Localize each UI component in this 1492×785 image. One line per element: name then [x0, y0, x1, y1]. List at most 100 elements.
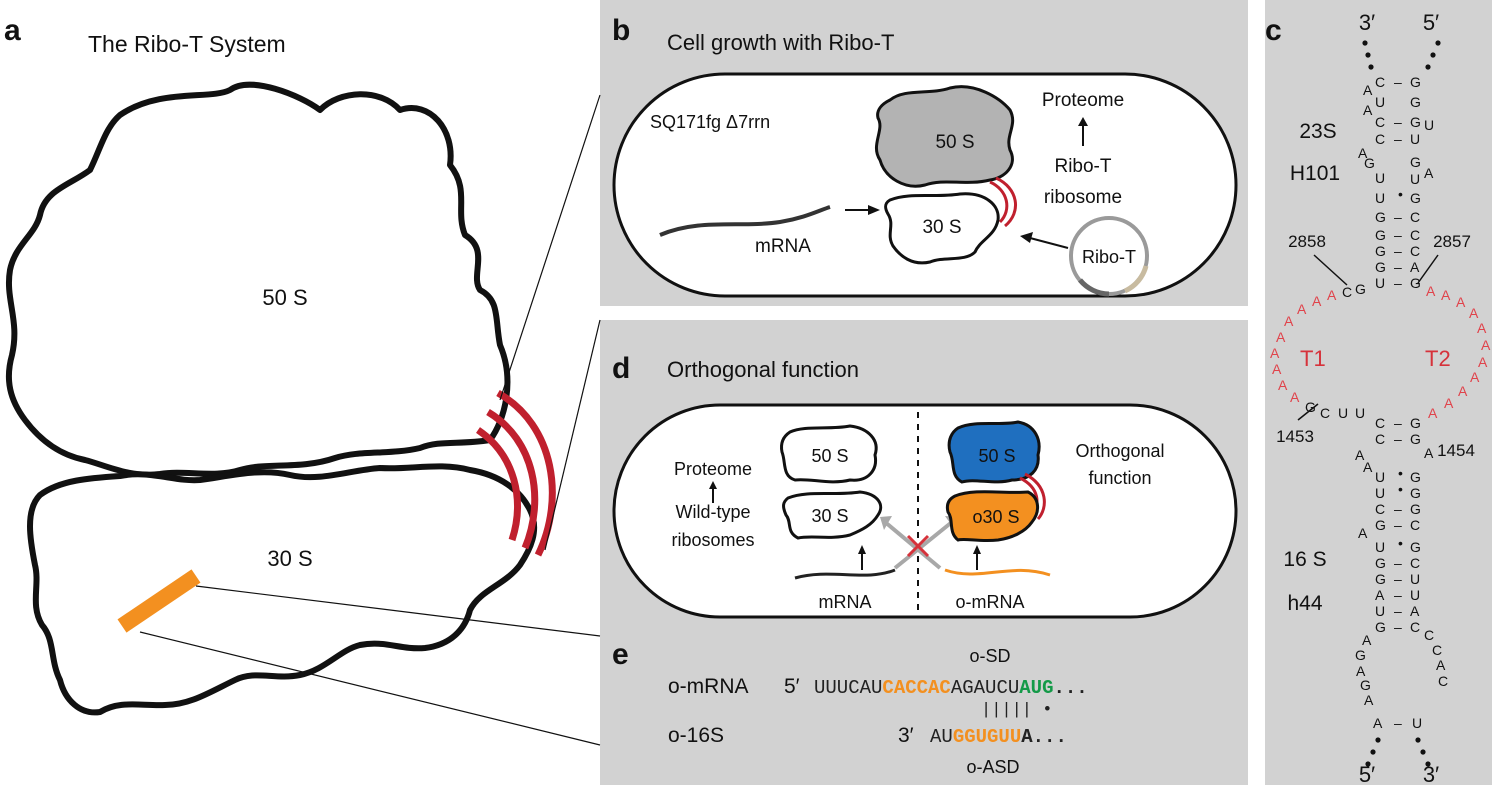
- tether-t2-label: T2: [1425, 346, 1451, 371]
- svg-text:A: A: [1327, 287, 1337, 303]
- o-mrna-strand: [944, 568, 1051, 577]
- svg-text:A: A: [1358, 525, 1368, 541]
- ribot-50s: [874, 85, 1015, 188]
- o-16s-seq-c: A...: [1021, 726, 1067, 748]
- pos-2858-line: [1313, 254, 1348, 286]
- svg-text:–: –: [1394, 555, 1402, 571]
- helix-h44-label: h44: [1287, 592, 1322, 615]
- svg-text:A: A: [1444, 395, 1454, 411]
- zoom-line-e-bottom: [139, 631, 601, 746]
- svg-text:G: G: [1375, 517, 1386, 533]
- svg-text:C: C: [1438, 673, 1448, 689]
- svg-text:–: –: [1394, 259, 1402, 275]
- svg-text:U: U: [1410, 587, 1420, 603]
- svg-text:A: A: [1481, 337, 1491, 353]
- mrna-strand: [659, 205, 831, 237]
- pos-1454: 1454: [1437, 441, 1475, 460]
- svg-text:C: C: [1410, 619, 1420, 635]
- anti-sd-bar: [117, 569, 201, 633]
- panel-d: d Orthogonal function Proteome Wild-type…: [612, 352, 1238, 619]
- svg-text:–: –: [1394, 603, 1402, 619]
- svg-text:A: A: [1284, 313, 1294, 329]
- block-x-2: [906, 534, 930, 558]
- pos-2857-line: [1417, 254, 1439, 284]
- svg-text:A: A: [1355, 447, 1365, 463]
- svg-text:C: C: [1375, 131, 1385, 147]
- svg-text:C: C: [1432, 642, 1442, 658]
- wt-30s: [782, 490, 883, 540]
- zoom-line-b-top: [499, 94, 601, 401]
- plasmid-label: Ribo-T: [1082, 247, 1136, 267]
- ribot-30s-label: 30 S: [922, 217, 961, 238]
- svg-text:A: A: [1272, 361, 1282, 377]
- o-mrna-row-name: o-mRNA: [668, 675, 749, 698]
- proteome-label: Proteome: [1042, 90, 1124, 111]
- pos-1453-line: [1297, 403, 1319, 421]
- svg-text:G: G: [1375, 259, 1386, 275]
- o-sd-label: o-SD: [969, 646, 1010, 666]
- small-subunit-label: 30 S: [267, 546, 312, 571]
- panel-c-letter: c: [1265, 14, 1282, 47]
- svg-text:A: A: [1363, 102, 1373, 118]
- svg-text:C: C: [1424, 627, 1434, 643]
- panel-b: b Cell growth with Ribo-T SQ171fg Δ7rrn …: [612, 14, 1238, 298]
- zoom-line-b-bottom: [544, 319, 601, 551]
- svg-text:A: A: [1297, 301, 1307, 317]
- plasmid-arrowhead: [1020, 232, 1033, 243]
- ortho-30s-label: o30 S: [972, 507, 1019, 527]
- svg-text:U: U: [1375, 469, 1385, 485]
- svg-text:C: C: [1410, 517, 1420, 533]
- svg-text:A: A: [1363, 82, 1373, 98]
- svg-text:U: U: [1375, 539, 1385, 555]
- wt-mrna-label: mRNA: [819, 592, 872, 612]
- svg-text:A: A: [1373, 715, 1383, 731]
- start-codon: AUG: [1019, 677, 1053, 699]
- svg-text:G: G: [1375, 243, 1386, 259]
- mrna-arrowhead: [868, 205, 880, 215]
- svg-text:•: •: [1398, 535, 1403, 551]
- svg-text:U: U: [1375, 275, 1385, 291]
- ribot-ribosome-label-2: ribosome: [1044, 187, 1122, 208]
- svg-text:A: A: [1270, 345, 1280, 361]
- o-16s-row-name: o-16S: [668, 724, 724, 747]
- tether-arc-3: [496, 389, 556, 557]
- panel-a: a The Ribo-T System 50 S 30 S: [4, 14, 556, 716]
- svg-text:G: G: [1410, 154, 1421, 170]
- svg-text:A: A: [1358, 145, 1368, 161]
- helix-h101-label: H101: [1290, 162, 1340, 185]
- o-mrna-arrowhead: [973, 545, 981, 554]
- svg-text:–: –: [1394, 243, 1402, 259]
- panel-d-letter: d: [612, 352, 630, 385]
- svg-text:G: G: [1410, 94, 1421, 110]
- small-subunit-outline: [27, 463, 538, 716]
- svg-text:A: A: [1441, 287, 1451, 303]
- svg-text:–: –: [1394, 431, 1402, 447]
- wt-mrna-arrowhead: [858, 545, 866, 554]
- bottom-3prime: 3′: [1423, 762, 1439, 785]
- large-subunit-outline: [5, 81, 511, 478]
- pos-2857: 2857: [1433, 232, 1471, 251]
- svg-text:U: U: [1375, 190, 1385, 206]
- svg-text:G: G: [1410, 114, 1421, 130]
- svg-text:G: G: [1355, 281, 1366, 297]
- svg-text:C: C: [1410, 243, 1420, 259]
- svg-text:–: –: [1394, 517, 1402, 533]
- svg-text:•: •: [1398, 186, 1403, 202]
- svg-text:U: U: [1410, 171, 1420, 187]
- svg-text:G: G: [1410, 485, 1421, 501]
- svg-text:A: A: [1362, 632, 1372, 648]
- d-proteome-arrowhead: [709, 481, 717, 489]
- plasmid-segment-dark: [1078, 278, 1110, 297]
- plasmid-segment-tan: [1123, 265, 1149, 294]
- svg-text:A: A: [1363, 459, 1373, 475]
- svg-text:A: A: [1276, 329, 1286, 345]
- cell-outline-d: [612, 403, 1238, 619]
- svg-text:A: A: [1478, 354, 1488, 370]
- d-proteome-label: Proteome: [674, 459, 752, 479]
- tether-arc-2: [486, 408, 539, 550]
- o-asd-sequence: GGUGUU: [953, 726, 1021, 748]
